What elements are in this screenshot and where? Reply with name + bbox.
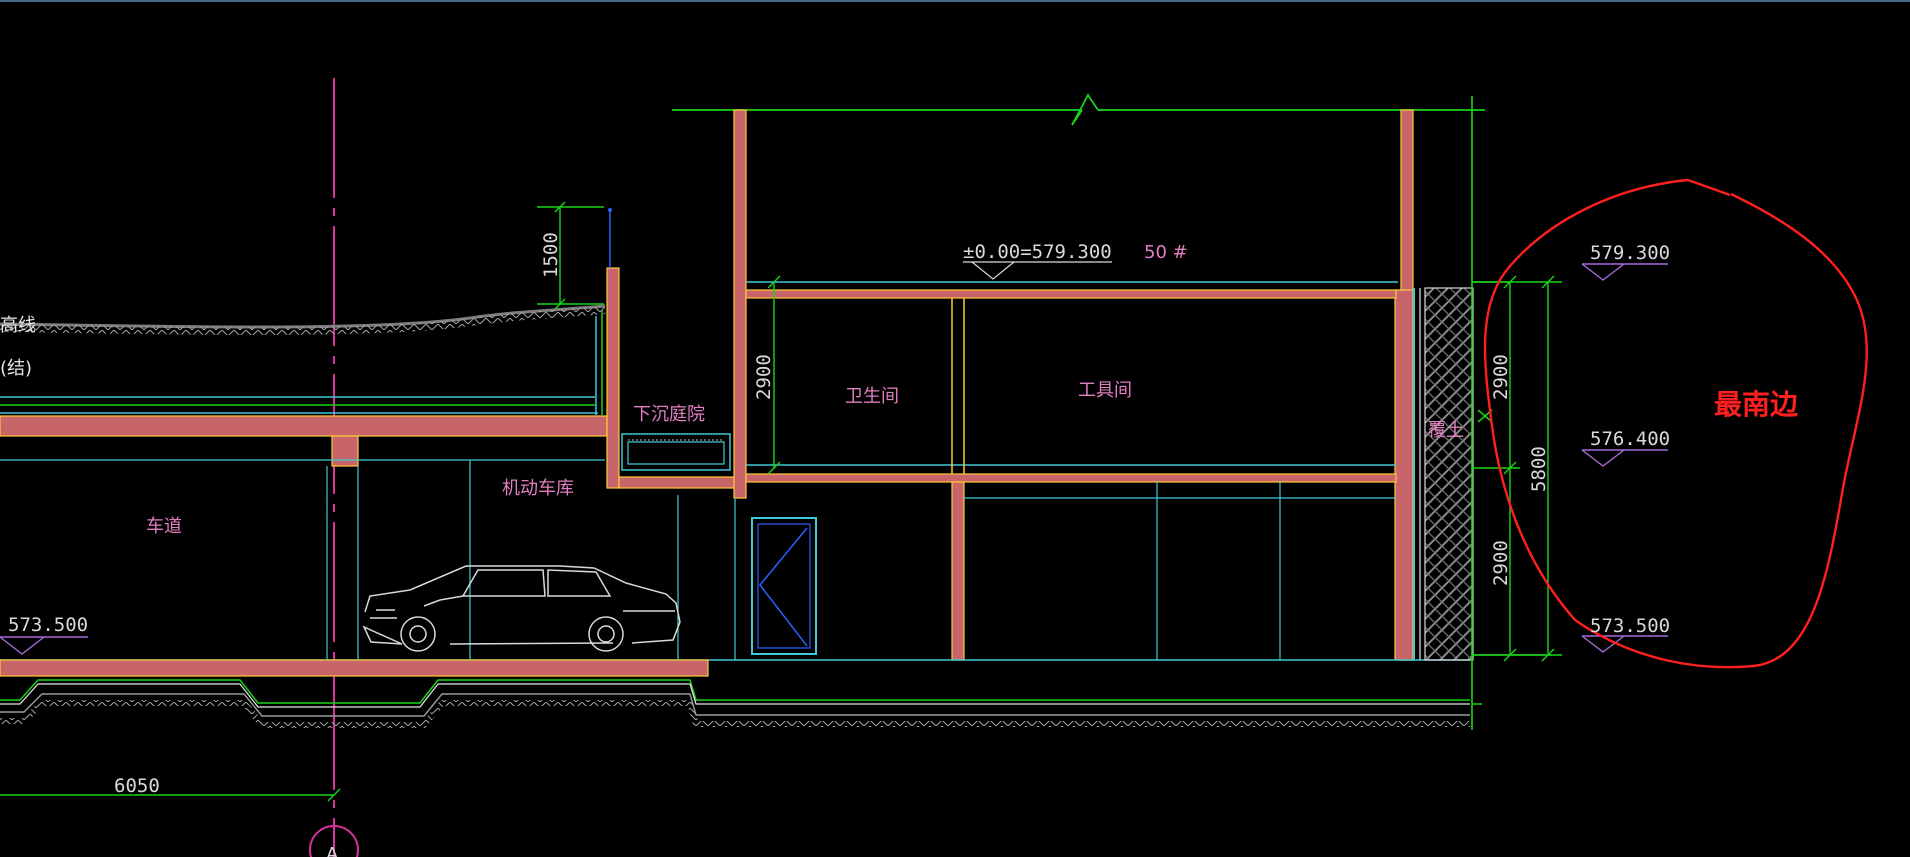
- right-dim-tick-1: [1503, 275, 1517, 289]
- upper-right-dimension: 2900: [1490, 354, 1512, 400]
- driveway-label: 车道: [146, 516, 182, 537]
- right-elevation-triangle-mid-icon: [1581, 449, 1668, 467]
- right-dim-tick-5: [1541, 648, 1555, 662]
- structure-note-label: (结): [0, 358, 32, 379]
- room-height-dim-tick-bottom: [767, 461, 781, 475]
- door-swing-line: [759, 527, 808, 647]
- elevation-triangle-icon: [0, 636, 88, 655]
- right-dim-tick-4: [1541, 275, 1555, 289]
- left-floor-elevation: 573.500: [8, 614, 88, 636]
- toilet-label: 卫生间: [845, 386, 899, 407]
- red-markup-overlap: [1687, 178, 1731, 197]
- foundation-soil-hatch: [0, 700, 1470, 728]
- right-elevation-triangle-top-icon: [1581, 263, 1668, 281]
- right-elevation-triangle-bottom-icon: [1581, 635, 1668, 653]
- parapet-dim-tick-bottom: [554, 298, 566, 310]
- sunken-courtyard-basin-inner: [627, 441, 725, 465]
- earth-cover-hatch: [1424, 287, 1474, 661]
- door-frame-inner: [757, 523, 811, 649]
- bottom-span-dim-tick: [327, 788, 341, 802]
- parapet-dim-tick-top: [554, 201, 566, 213]
- foundation-line-green: [0, 679, 1470, 704]
- beam-under-roof: [331, 435, 359, 467]
- door-icon: [751, 517, 817, 655]
- break-symbol: [1071, 93, 1099, 126]
- parapet-dimension: 1500: [540, 232, 562, 278]
- south-edge-note: 最南边: [1714, 388, 1799, 421]
- axis-a-label: A: [326, 844, 339, 857]
- bottom-span-dimension: 6050: [114, 775, 160, 797]
- lower-center-column: [951, 481, 965, 661]
- ground-level-label: ±0.00=579.300: [963, 241, 1112, 263]
- axis-bubble-icon: [309, 825, 359, 857]
- red-markup-loop: [1483, 178, 1868, 669]
- parapet-antenna-node: [608, 208, 612, 212]
- hash-note-label: 50 #: [1144, 242, 1188, 263]
- building-right-wall-lower: [1394, 289, 1414, 661]
- tool-room-label: 工具间: [1078, 380, 1132, 401]
- total-right-dimension: 5800: [1528, 446, 1550, 492]
- right-dim-tick-3: [1503, 648, 1517, 662]
- grade-soil-hatch: [0, 306, 606, 336]
- room-height-dimension: 2900: [753, 354, 775, 400]
- courtyard-parapet-wall: [606, 267, 620, 489]
- ground-floor-slab: [745, 289, 1397, 299]
- car-icon: [362, 565, 681, 652]
- right-dim-tick-2: [1503, 461, 1517, 475]
- right-bottom-elevation: 573.500: [1590, 615, 1670, 637]
- soil-cover-label: 覆土: [1428, 420, 1464, 441]
- contour-line-label: 高线: [0, 315, 36, 336]
- basement-slab: [0, 659, 709, 677]
- ground-level-triangle-icon: [963, 261, 1112, 280]
- sunken-courtyard-slab: [618, 476, 736, 489]
- lower-right-dimension: 2900: [1490, 540, 1512, 586]
- foundation-line-white: [0, 683, 1470, 708]
- right-top-elevation: 579.300: [1590, 242, 1670, 264]
- sunken-courtyard-basin-outer: [621, 433, 731, 471]
- sunken-courtyard-label: 下沉庭院: [633, 404, 705, 425]
- room-height-dim-tick-top: [767, 275, 781, 289]
- garage-label: 机动车库: [502, 478, 574, 499]
- mid-floor-slab: [745, 473, 1397, 483]
- left-roof-slab: [0, 415, 608, 437]
- building-left-wall: [733, 109, 747, 499]
- right-mid-elevation: 576.400: [1590, 428, 1670, 450]
